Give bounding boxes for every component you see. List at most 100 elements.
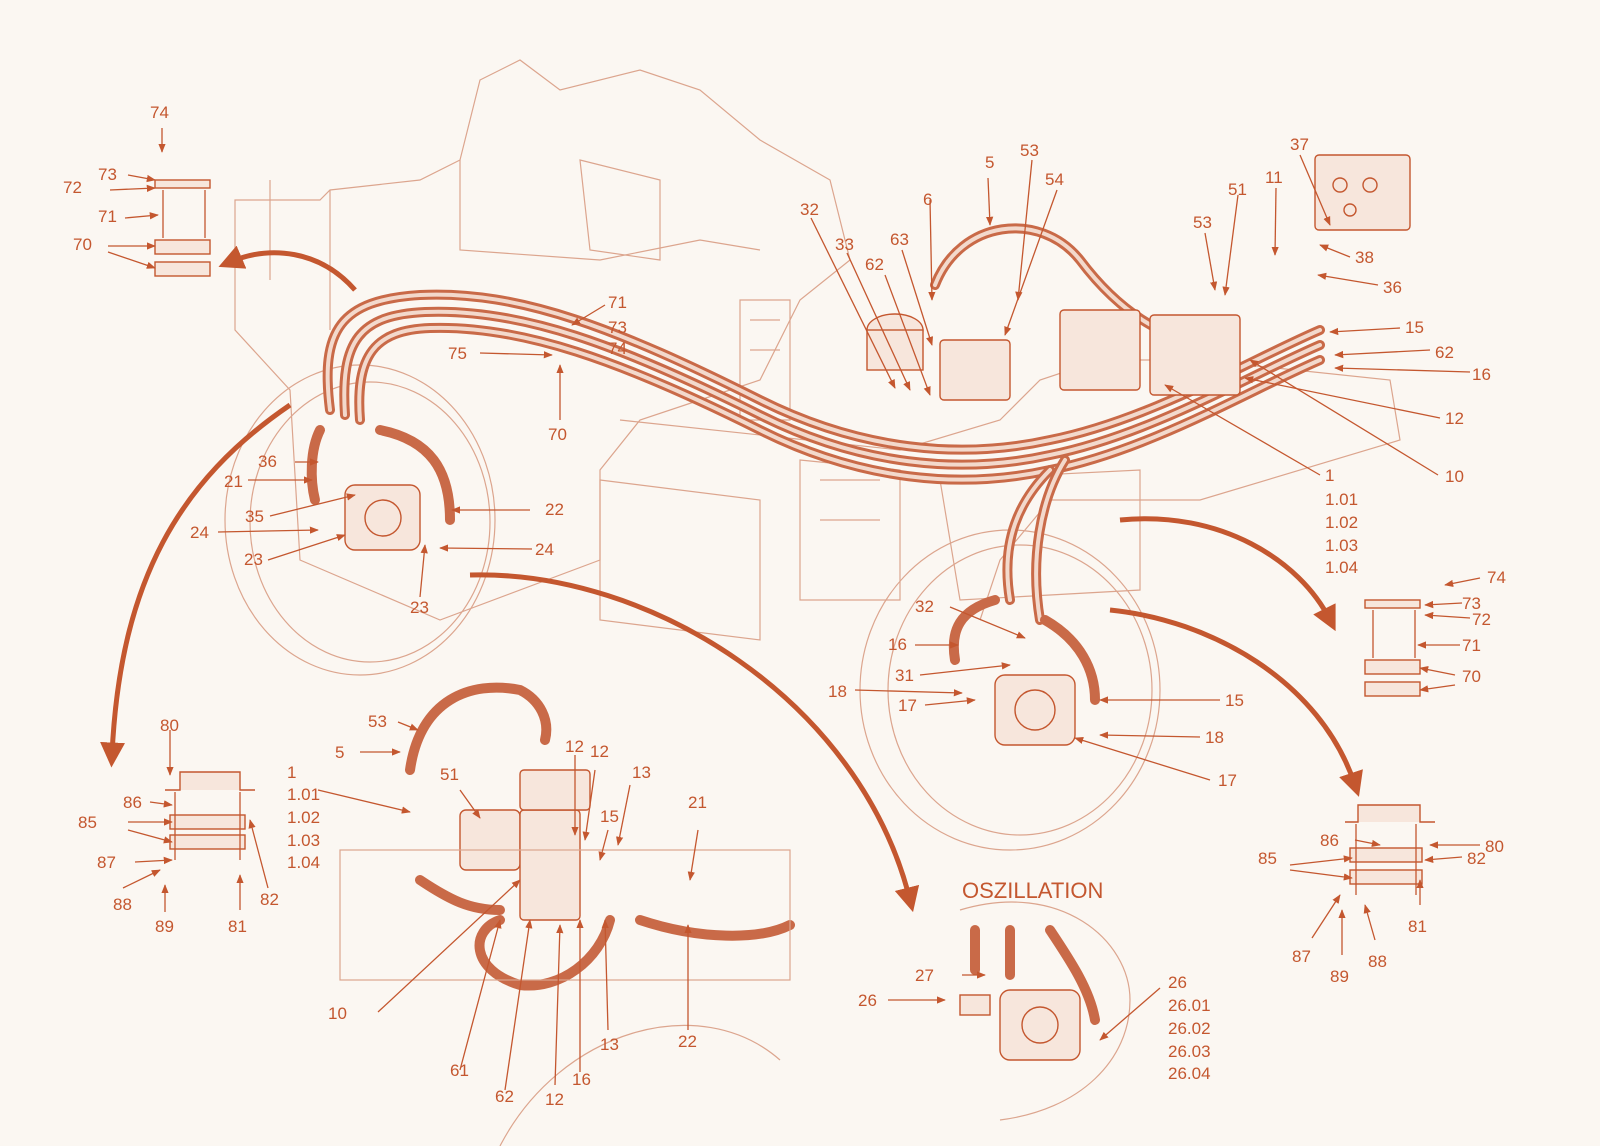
main-hose-bundle [306, 223, 1325, 705]
part-label: 13 [600, 1035, 619, 1054]
part-label: 13 [632, 763, 651, 782]
part-label: 62 [495, 1087, 514, 1106]
part-number-labels: 74 73 72 71 70 36 21 35 22 24 23 24 23 7… [63, 103, 1506, 1109]
part-label: 6 [923, 190, 932, 209]
part-label: 70 [1462, 667, 1481, 686]
part-label: 21 [224, 472, 243, 491]
oscillation-title: OSZILLATION [962, 878, 1103, 903]
part-label: 22 [545, 500, 564, 519]
part-label: 12 [590, 742, 609, 761]
part-label: 70 [548, 425, 567, 444]
part-label: 81 [1408, 917, 1427, 936]
part-label: 89 [1330, 967, 1349, 986]
part-label: 38 [1355, 248, 1374, 267]
part-label: 35 [245, 507, 264, 526]
part-label: 12 [545, 1090, 564, 1109]
part-label: 51 [440, 765, 459, 784]
part-label: 80 [160, 716, 179, 735]
lower-detail-valve-assembly [339, 682, 795, 991]
part-label: 82 [260, 890, 279, 909]
part-label: 82 [1467, 849, 1486, 868]
part-label: 18 [1205, 728, 1224, 747]
part-label: 71 [1462, 636, 1481, 655]
part-label: 1 [287, 763, 296, 782]
part-label: 81 [228, 917, 247, 936]
part-label: 5 [985, 153, 994, 172]
part-label: 1.01 [287, 785, 320, 804]
part-label: 26 [858, 991, 877, 1010]
right-hydraulic-motor [994, 674, 1076, 746]
part-label: 36 [1383, 278, 1402, 297]
filter-canister [866, 313, 924, 371]
part-label: 22 [678, 1032, 697, 1051]
part-label: 15 [600, 807, 619, 826]
part-label: 24 [535, 540, 554, 559]
part-label: 1.01 [1325, 490, 1358, 509]
part-label: 87 [97, 853, 116, 872]
part-label: 70 [73, 235, 92, 254]
part-label: 1.02 [1325, 513, 1358, 532]
part-label: 62 [865, 255, 884, 274]
part-label: 73 [98, 165, 117, 184]
part-label: 72 [63, 178, 82, 197]
valve-block-detail-top [1314, 154, 1411, 231]
part-label: 17 [1218, 771, 1237, 790]
part-label: 31 [895, 666, 914, 685]
bracket-detail-right [1345, 804, 1435, 895]
part-label: 86 [123, 793, 142, 812]
part-label: 85 [1258, 849, 1277, 868]
part-label: 61 [450, 1061, 469, 1080]
part-label: 51 [1228, 180, 1247, 199]
part-label: 23 [244, 550, 263, 569]
clamp-detail-right [1364, 599, 1421, 697]
part-label: 10 [328, 1004, 347, 1023]
control-valve-block [939, 309, 1241, 401]
part-label: 23 [410, 598, 429, 617]
part-label: 16 [1472, 365, 1491, 384]
part-label: 63 [890, 230, 909, 249]
oscillation-motor-detail [959, 925, 1100, 1061]
part-label: 17 [898, 696, 917, 715]
part-label: 15 [1225, 691, 1244, 710]
part-label: 32 [915, 597, 934, 616]
part-label: 27 [915, 966, 934, 985]
lower-detail-wheel [499, 901, 1131, 1146]
part-label: 74 [1487, 568, 1506, 587]
part-label: 26.03 [1168, 1042, 1211, 1061]
part-label: 10 [1445, 467, 1464, 486]
part-label: 36 [258, 452, 277, 471]
part-label: 88 [113, 895, 132, 914]
part-label: 15 [1405, 318, 1424, 337]
part-label: 88 [1368, 952, 1387, 971]
part-label: 62 [1435, 343, 1454, 362]
part-label: 1.04 [287, 853, 320, 872]
callout-arrows [100, 245, 1363, 913]
part-label: 73 [608, 318, 627, 337]
bracket-detail-left [165, 771, 255, 860]
part-label: 26.04 [1168, 1064, 1211, 1083]
part-label: 12 [565, 737, 584, 756]
part-label: 1.04 [1325, 558, 1358, 577]
part-label: 16 [572, 1070, 591, 1089]
part-label: 26.01 [1168, 996, 1211, 1015]
part-label: 73 [1462, 594, 1481, 613]
part-label: 89 [155, 917, 174, 936]
part-label: 32 [800, 200, 819, 219]
part-label: 37 [1290, 135, 1309, 154]
part-label: 21 [688, 793, 707, 812]
part-label: 24 [190, 523, 209, 542]
part-label: 1 [1325, 466, 1334, 485]
part-label: 80 [1485, 837, 1504, 856]
clamp-detail-top-left [154, 179, 211, 277]
part-label: 75 [448, 344, 467, 363]
part-label: 53 [1193, 213, 1212, 232]
part-label: 86 [1320, 831, 1339, 850]
part-label: 85 [78, 813, 97, 832]
part-label: 18 [828, 682, 847, 701]
part-label: 1.02 [287, 808, 320, 827]
part-label: 1.03 [287, 831, 320, 850]
part-label: 16 [888, 635, 907, 654]
part-label: 26.02 [1168, 1019, 1211, 1038]
part-label: 53 [1020, 141, 1039, 160]
